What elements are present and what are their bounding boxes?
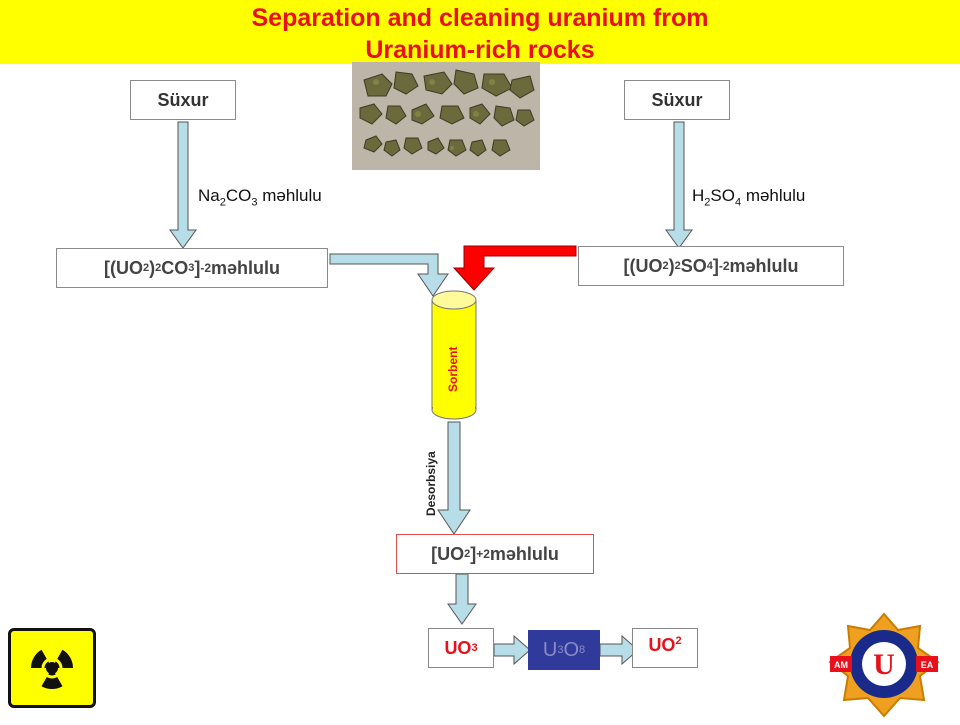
arrow-left-down [169,121,197,249]
reagent-left-label: Na2CO3 məhlulu [198,186,322,209]
arrow-uo3-u3o8 [493,634,531,666]
title-line-2: Uranium-rich rocks [365,36,595,64]
source-box-left: Süxur [130,80,236,120]
desorption-label: Desorbsiya [424,451,438,516]
rocks-drawing [352,62,540,170]
sorbent-label: Sorbent [446,346,460,392]
arrow-red-elbow [452,245,577,291]
arrow-left-elbow [329,253,449,297]
source-box-right: Süxur [624,80,730,120]
arrow-right-down [665,121,693,249]
logo-ea-text: EA [921,660,934,670]
radiation-trefoil-icon [30,649,74,690]
institute-logo-emblem: AM EA U [828,612,940,718]
source-right-label: Süxur [651,89,703,110]
radiation-hazard-icon [8,628,96,708]
logo-am-text: AM [834,660,848,670]
rocks-photo [352,62,540,170]
institute-logo: AM EA U [826,612,942,720]
arrow-u3o8-uo2 [599,634,639,666]
source-left-label: Süxur [157,89,209,110]
arrow-to-uo3 [447,573,477,625]
reagent-right-label: H2SO4 məhlulu [692,186,806,209]
arrow-desorption [437,421,471,535]
logo-u-text: U [873,648,895,681]
page-title: Separation and cleaning uranium from Ura… [0,2,960,66]
title-banner [0,0,960,64]
title-line-1: Separation and cleaning uranium from [251,4,709,32]
sorbent-column [431,290,477,420]
